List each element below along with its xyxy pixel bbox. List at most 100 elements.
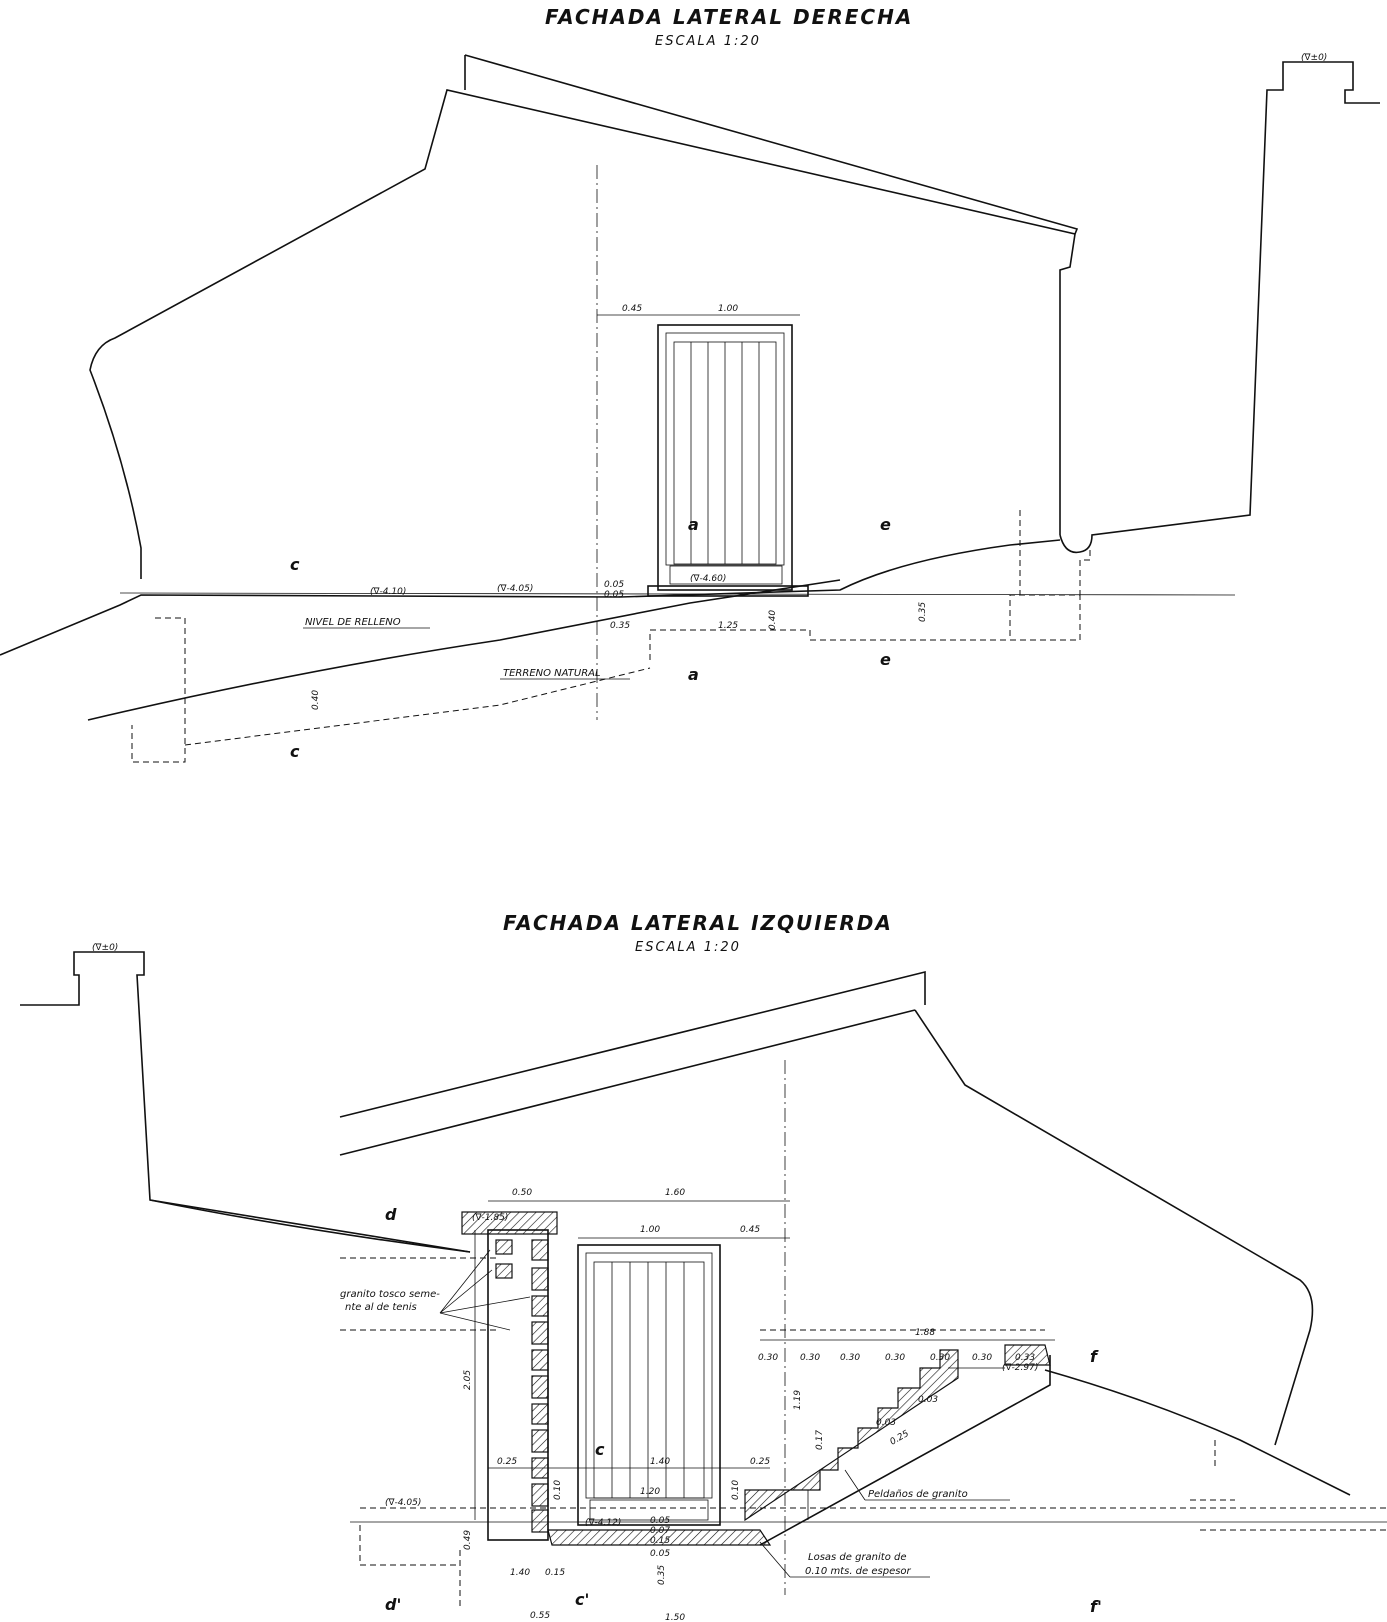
lower-stairs bbox=[744, 1349, 959, 1522]
lower-step-dim-c: 0.25 bbox=[889, 1429, 912, 1448]
upper-door-boards bbox=[690, 342, 760, 564]
lower-roof-band bbox=[339, 970, 926, 1156]
lower-dim-inner-mid: 1.40 bbox=[650, 1457, 670, 1467]
upper-door-step bbox=[669, 565, 783, 585]
lower-base-dim-h: 0.55 bbox=[530, 1611, 550, 1621]
lower-note-granite-leaders bbox=[439, 1249, 531, 1331]
lower-scale: ESCALA 1:20 bbox=[635, 940, 741, 955]
upper-elevation: 0.45 1.00 (∇±0) (∇-4.10) (∇-4.05) (∇-4.6… bbox=[0, 53, 1380, 763]
upper-natural-terrain-line bbox=[87, 579, 841, 721]
lower-level-d: (∇-2.97) bbox=[1002, 1363, 1038, 1373]
lower-stair-rise: 0.17 bbox=[815, 1430, 825, 1450]
upper-section-2: c bbox=[290, 742, 300, 761]
lower-section-5: f bbox=[1090, 1347, 1099, 1366]
upper-door-frame bbox=[665, 332, 785, 566]
lower-note-slabs-leader bbox=[759, 1541, 791, 1578]
upper-scale: ESCALA 1:20 bbox=[655, 34, 761, 49]
lower-stair-dim-5: 0.30 bbox=[930, 1353, 950, 1363]
upper-door-dim-width: 1.00 bbox=[718, 304, 738, 314]
lower-dim-wall: 0.50 bbox=[512, 1188, 532, 1198]
lower-stair-dim-6: 0.30 bbox=[972, 1353, 992, 1363]
upper-small-dim-4: 1.25 bbox=[718, 621, 738, 631]
upper-small-dim-2: 0.05 bbox=[604, 590, 624, 600]
lower-section-1: d bbox=[385, 1205, 397, 1224]
upper-foundation-bottom bbox=[184, 667, 651, 746]
upper-building-outline bbox=[89, 89, 1076, 579]
lower-title: FACHADA LATERAL IZQUIERDA bbox=[503, 911, 893, 935]
lower-base-dim-d: 0.05 bbox=[650, 1549, 670, 1559]
upper-roof-band bbox=[464, 54, 1079, 235]
upper-fill-level-line bbox=[0, 539, 1061, 656]
lower-dim-height: 2.05 bbox=[463, 1370, 473, 1390]
lower-step-dim-a: 0.03 bbox=[918, 1395, 938, 1405]
upper-fill-label: NIVEL DE RELLENO bbox=[305, 617, 401, 628]
upper-level-top: (∇±0) bbox=[1301, 53, 1327, 63]
lower-note-granite-line1: granito tosco seme- bbox=[340, 1289, 440, 1300]
lower-level-b: (∇-4.05) bbox=[385, 1498, 421, 1508]
lower-stair-dim-3: 0.30 bbox=[840, 1353, 860, 1363]
lower-section-2: d' bbox=[385, 1595, 401, 1614]
lower-level-a: (∇-1.85) bbox=[472, 1213, 508, 1223]
lower-wall-stones bbox=[495, 1239, 549, 1533]
lower-ground-left bbox=[149, 1199, 471, 1253]
upper-level-c: (∇-4.60) bbox=[690, 574, 726, 584]
lower-stair-dim-4: 0.30 bbox=[885, 1353, 905, 1363]
lower-dim-sill: 1.20 bbox=[640, 1487, 660, 1497]
upper-right-wall bbox=[1059, 61, 1380, 554]
lower-dim-h2: 0.49 bbox=[463, 1530, 473, 1550]
lower-base-dim-g: 0.35 bbox=[657, 1565, 667, 1585]
lower-wall-cap bbox=[461, 1211, 558, 1235]
upper-section-6: e bbox=[880, 650, 891, 669]
upper-title: FACHADA LATERAL DERECHA bbox=[545, 5, 914, 29]
lower-base-dim-b: 0.07 bbox=[650, 1526, 670, 1536]
lower-note-steps-leader bbox=[844, 1469, 866, 1501]
lower-elevation: (∇±0) bbox=[20, 943, 1387, 1622]
lower-dim-inner-right: 0.25 bbox=[750, 1457, 770, 1467]
lower-note-granite: granito tosco seme- nte al de tenis bbox=[340, 1289, 443, 1313]
lower-section-3: c bbox=[595, 1440, 605, 1459]
lower-building-outline bbox=[914, 1009, 1314, 1446]
lower-stair-dim-7: 0.33 bbox=[1015, 1353, 1035, 1363]
lower-level-c: (∇-4.12) bbox=[585, 1518, 621, 1528]
lower-note-steps: Peldaños de granito bbox=[868, 1489, 968, 1500]
lower-guidelines bbox=[340, 1257, 1045, 1331]
lower-stair-dim-2: 0.30 bbox=[800, 1353, 820, 1363]
lower-base-dim-a: 0.05 bbox=[650, 1516, 670, 1526]
lower-note-granite-line2: nte al de tenis bbox=[345, 1302, 417, 1313]
lower-door bbox=[577, 1244, 721, 1526]
lower-step-dim-b: 0.03 bbox=[876, 1418, 896, 1428]
upper-section-4: a bbox=[688, 665, 699, 684]
upper-level-b: (∇-4.05) bbox=[497, 584, 533, 594]
lower-door-boards bbox=[611, 1262, 685, 1498]
lower-dim-total: 1.60 bbox=[665, 1188, 685, 1198]
lower-door-panel bbox=[593, 1261, 705, 1499]
lower-floor-slab bbox=[547, 1529, 772, 1546]
lower-section-4: c' bbox=[575, 1590, 589, 1609]
lower-level-top: (∇±0) bbox=[92, 943, 118, 953]
lower-stairs-stringer bbox=[759, 1355, 1051, 1546]
upper-door-dim-left: 0.45 bbox=[622, 304, 642, 314]
lower-note-slabs-1: Losas de granito de bbox=[808, 1552, 907, 1563]
upper-section-5: e bbox=[880, 515, 891, 534]
lower-stairs-top bbox=[1004, 1344, 1051, 1366]
lower-stair-dim-1: 0.30 bbox=[758, 1353, 778, 1363]
upper-section-3: a bbox=[688, 515, 699, 534]
upper-small-dim-5: 0.40 bbox=[768, 610, 778, 630]
upper-foundation-left bbox=[131, 617, 186, 763]
lower-left-wall bbox=[20, 951, 471, 1253]
upper-door bbox=[657, 324, 793, 591]
lower-foundation bbox=[359, 1440, 1387, 1610]
lower-dim-h3: 1.19 bbox=[793, 1390, 803, 1410]
upper-ground-label: TERRENO NATURAL bbox=[503, 668, 601, 679]
lower-note-slabs-2: 0.10 mts. de espesor bbox=[805, 1566, 912, 1577]
lower-dim-h5: 0.10 bbox=[731, 1480, 741, 1500]
lower-base-dim-i: 1.50 bbox=[665, 1613, 685, 1622]
lower-stair-dim-total: 1.88 bbox=[915, 1328, 935, 1338]
upper-small-dim-7: 0.40 bbox=[311, 690, 321, 710]
upper-foundation-mid bbox=[649, 594, 1081, 660]
upper-section-1: c bbox=[290, 555, 300, 574]
upper-level-a: (∇-4.10) bbox=[370, 587, 406, 597]
upper-small-dim-6: 0.35 bbox=[918, 602, 928, 622]
upper-small-dim-1: 0.05 bbox=[604, 580, 624, 590]
